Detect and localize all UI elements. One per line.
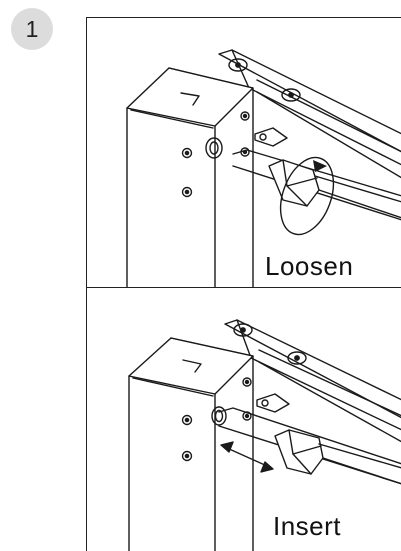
loosen-caption: Loosen: [263, 251, 356, 281]
instruction-panel-loosen: Loosen: [86, 17, 401, 288]
step-number: 1: [25, 16, 39, 42]
instruction-panel-insert: Insert: [86, 287, 401, 551]
step-number-badge: 1: [11, 8, 53, 50]
loosen-rotation-arrow-icon: [279, 156, 335, 236]
insert-double-arrow-icon: [220, 441, 274, 473]
insert-caption: Insert: [271, 511, 344, 541]
insert-illustration: [128, 319, 401, 551]
loosen-illustration: [126, 49, 401, 287]
